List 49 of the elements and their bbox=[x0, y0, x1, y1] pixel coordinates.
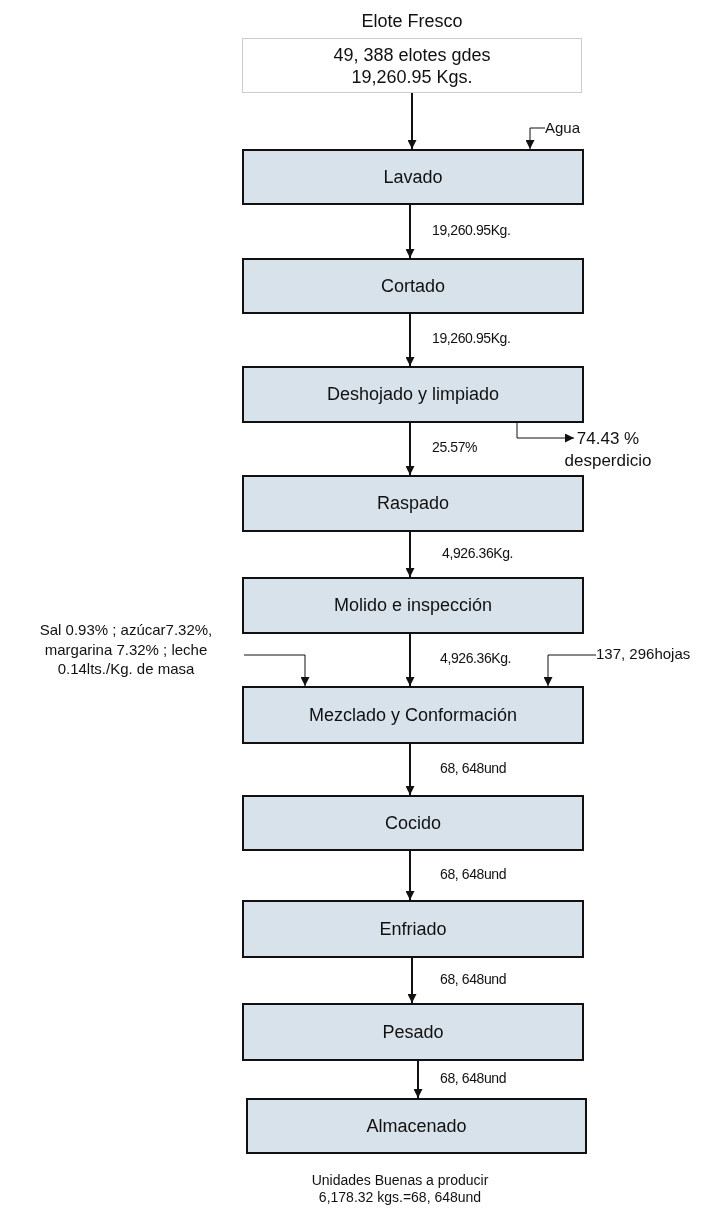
flow-note: Sal 0.93% ; azúcar7.32%, margarina 7.32% ; leche 0.14lts./Kg. de masa bbox=[38, 620, 214, 679]
arrow bbox=[407, 92, 417, 150]
process-box bbox=[242, 366, 584, 423]
process-label: Pesado bbox=[382, 1021, 444, 1043]
edge-label: 68, 648und bbox=[440, 759, 507, 776]
summary-note: 6,178.32 kgs.=68, 648und bbox=[317, 1189, 483, 1205]
arrow bbox=[516, 422, 575, 443]
edge-label: 19,260.95Kg. bbox=[432, 330, 511, 346]
process-box bbox=[242, 149, 584, 205]
process-label: Mezclado y Conformación bbox=[308, 704, 518, 726]
process-box bbox=[242, 1003, 584, 1061]
arrow bbox=[405, 850, 415, 901]
process-label: Almacenado bbox=[366, 1115, 467, 1137]
edge-label: 68, 648und bbox=[440, 865, 507, 882]
arrow bbox=[405, 313, 415, 367]
edge-label: 68, 648und bbox=[440, 970, 507, 987]
arrow bbox=[405, 743, 415, 796]
process-label: Cocido bbox=[385, 812, 441, 834]
edge-label: 68, 648und bbox=[440, 1069, 507, 1086]
input-heading: Elote Fresco bbox=[360, 11, 464, 32]
arrow bbox=[407, 957, 417, 1004]
input-quantity: 49, 388 elotes gdes 19,260.95 Kgs. bbox=[332, 43, 492, 88]
flow-note: 74.43 % desperdicio bbox=[563, 428, 653, 473]
arrow bbox=[405, 633, 415, 687]
flow-note: 137, 296hojas bbox=[596, 644, 692, 664]
arrow bbox=[405, 204, 415, 259]
process-label: Deshojado y limpiado bbox=[326, 384, 500, 405]
flow-note: Agua bbox=[545, 118, 582, 138]
process-box bbox=[246, 1098, 587, 1154]
arrow bbox=[243, 654, 310, 687]
edge-label: 25.57% bbox=[432, 439, 478, 455]
process-box bbox=[242, 686, 584, 744]
process-label: Cortado bbox=[380, 275, 445, 297]
arrow bbox=[525, 127, 546, 150]
arrow bbox=[405, 531, 415, 578]
summary-note: Unidades Buenas a producir bbox=[310, 1172, 490, 1188]
process-label: Lavado bbox=[383, 166, 443, 188]
arrow bbox=[413, 1060, 423, 1099]
process-box bbox=[242, 795, 584, 851]
edge-label: 4,926.36Kg. bbox=[440, 650, 512, 666]
process-box bbox=[242, 577, 584, 634]
process-box bbox=[242, 475, 584, 532]
process-box bbox=[242, 258, 584, 314]
arrow bbox=[543, 654, 597, 687]
process-label: Molido e inspección bbox=[333, 595, 493, 616]
arrow bbox=[405, 422, 415, 476]
process-label: Enfriado bbox=[379, 918, 447, 940]
process-box bbox=[242, 900, 584, 958]
process-label: Raspado bbox=[376, 493, 450, 514]
